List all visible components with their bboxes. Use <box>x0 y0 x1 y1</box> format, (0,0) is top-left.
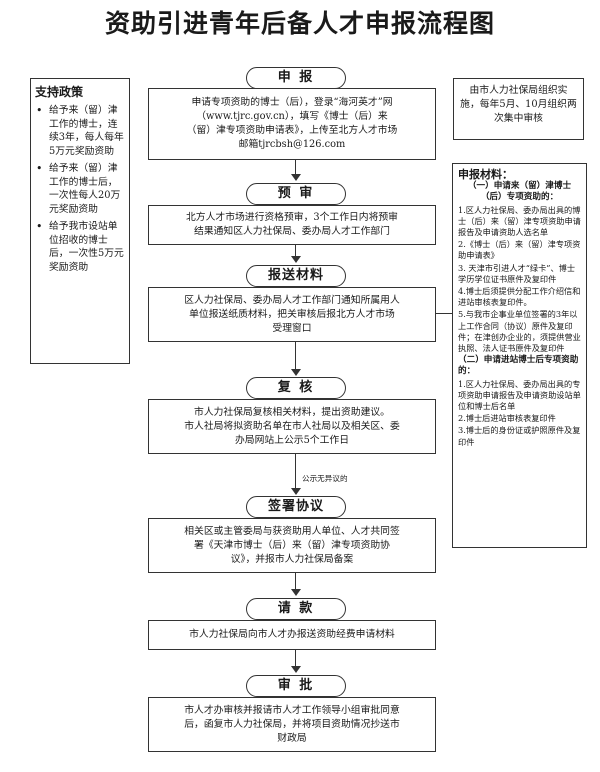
step-submit-line: 区人力社保局、委办局人才工作部门通知所属用人 <box>184 294 400 306</box>
materials-item: 4.博士后须提供分配工作介绍信和进站审核表复印件。 <box>458 286 581 308</box>
materials-connector-line <box>436 313 453 314</box>
stage-submit-materials: 报送材料 <box>246 265 346 287</box>
step-precheck-line: 北方人才市场进行资格预审，3个工作日内将预审 <box>186 212 398 223</box>
policy-item: 给予来（留）津工作的博士后，一次性每人20万元奖励资助 <box>35 162 125 216</box>
materials-panel: 申报材料： （一）申请来（留）津博士（后）专项资助的： 1.区人力社保局、委办局… <box>452 163 587 548</box>
flow-connector <box>295 573 296 590</box>
step-submit-line: 受理窗口 <box>272 322 312 334</box>
step-apply-line: （留）津专项资助申请表》，上传至北方人才市场 <box>186 125 398 136</box>
materials-item: 2.博士后进站审核表复印件 <box>458 413 556 424</box>
step-apply-line: 申请专项资助的博士（后），登录“海河英才”网 <box>191 97 393 108</box>
step-precheck-line: 结果通知区人力社保局、委办局人才工作部门 <box>194 226 390 237</box>
step-approve-line: 后，函复市人力社保局，并将项目资助情况抄送市 <box>184 718 400 730</box>
no-objection-note: 公示无异议的 <box>302 474 348 483</box>
stage-request-funds: 请 款 <box>246 598 346 620</box>
down-arrow-icon <box>291 369 301 376</box>
step-review-box: 市人力社保局复核相关材料，提出资助建议。 市人社局将拟资助名单在市人社局以及相关… <box>148 399 436 454</box>
step-submit-materials-box: 区人力社保局、委办局人才工作部门通知所属用人 单位报送纸质材料，把关审核后报北方… <box>148 287 436 342</box>
step-sign-line: 署《天津市博士（后）来（留）津专项资助协 <box>194 539 390 551</box>
flow-connector <box>295 454 296 489</box>
flow-connector <box>295 160 296 175</box>
step-apply-box: 申请专项资助的博士（后），登录“海河英才”网 （www.tjrc.gov.cn）… <box>148 88 436 160</box>
step-review-line: 办局网站上公示5个工作日 <box>235 434 349 446</box>
schedule-note: 由市人力社保局组织实施，每年5月、10月组织两次集中审核 <box>453 78 584 140</box>
stage-sign-agreement: 签署协议 <box>246 496 346 518</box>
step-review-line: 市人社局将拟资助名单在市人社局以及相关区、委 <box>184 420 400 432</box>
stage-review: 复 核 <box>246 377 346 399</box>
step-apply-line: （www.tjrc.gov.cn），填写《博士（后）来 <box>196 111 388 122</box>
materials-heading: 申报材料： <box>458 168 513 181</box>
step-submit-line: 单位报送纸质材料，把关审核后报北方人才市场 <box>189 308 395 320</box>
down-arrow-icon <box>291 666 301 673</box>
down-arrow-icon <box>291 174 301 181</box>
materials-item: 3. 天津市引进人才“绿卡”、博士学历学位证书原件及复印件 <box>458 262 576 284</box>
materials-section-1-heading: （一）申请来（留）津博士（后）专项资助的： <box>467 181 572 203</box>
materials-item: 5.与我市企事业单位签署的3年以上工作合同（协议）原件及复印件；在津创办企业的，… <box>458 309 581 354</box>
flow-connector <box>295 245 296 257</box>
policy-item: 给予来（留）津工作的博士，连续3年，每人每年5万元奖励资助 <box>35 104 125 158</box>
materials-item: 2.《博士（后）来（留）津专项资助申请表》 <box>458 239 581 261</box>
materials-item: 3.博士后的身份证或护照原件及复印件 <box>458 425 581 447</box>
step-approve-box: 市人才办审核并报请市人才工作领导小组审批同意 后，函复市人力社保局，并将项目资助… <box>148 697 436 752</box>
down-arrow-icon <box>291 589 301 596</box>
policy-item: 给予我市设站单位招收的博士后，一次性5万元奖励资助 <box>35 220 125 274</box>
step-sign-line: 议》，并报市人力社保局备案 <box>230 553 354 565</box>
materials-item: 1.区人力社保局、委办局出具的博士（后）来（留）津专项资助申请报告及申请资助人选… <box>458 204 581 238</box>
page-title: 资助引进青年后备人才申报流程图 <box>104 9 495 38</box>
step-request-funds-box: 市人力社保局向市人才办报送资助经费申请材料 <box>148 620 436 650</box>
stage-approve: 审 批 <box>246 675 346 697</box>
step-approve-line: 财政局 <box>277 732 307 744</box>
step-apply-line: 邮箱tjrcbsh@126.com <box>238 139 346 150</box>
materials-section-2-heading: （二）申请进站博士后专项资助的： <box>458 355 579 377</box>
materials-item: 1.区人力社保局、委办局出具的专项资助申请报告及申请资助设站单位和博士后名单 <box>458 378 581 412</box>
step-sign-line: 相关区或主管委局与获资助用人单位、人才共同签 <box>184 525 400 537</box>
step-request-line: 市人力社保局向市人才办报送资助经费申请材料 <box>189 629 395 640</box>
step-approve-line: 市人才办审核并报请市人才工作领导小组审批同意 <box>184 704 400 716</box>
down-arrow-icon <box>291 488 301 495</box>
step-sign-agreement-box: 相关区或主管委局与获资助用人单位、人才共同签 署《天津市博士（后）来（留）津专项… <box>148 518 436 573</box>
support-policy-list: 给予来（留）津工作的博士，连续3年，每人每年5万元奖励资助 给予来（留）津工作的… <box>35 104 125 274</box>
flow-connector <box>295 650 296 667</box>
flow-connector <box>295 342 296 370</box>
stage-apply: 申 报 <box>246 67 346 89</box>
step-review-line: 市人力社保局复核相关材料，提出资助建议。 <box>194 406 390 418</box>
step-precheck-box: 北方人才市场进行资格预审，3个工作日内将预审 结果通知区人力社保局、委办局人才工… <box>148 205 436 245</box>
support-policy-panel: 支持政策 给予来（留）津工作的博士，连续3年，每人每年5万元奖励资助 给予来（留… <box>30 78 130 364</box>
stage-precheck: 预 审 <box>246 183 346 205</box>
support-policy-heading: 支持政策 <box>35 85 84 99</box>
down-arrow-icon <box>291 256 301 263</box>
